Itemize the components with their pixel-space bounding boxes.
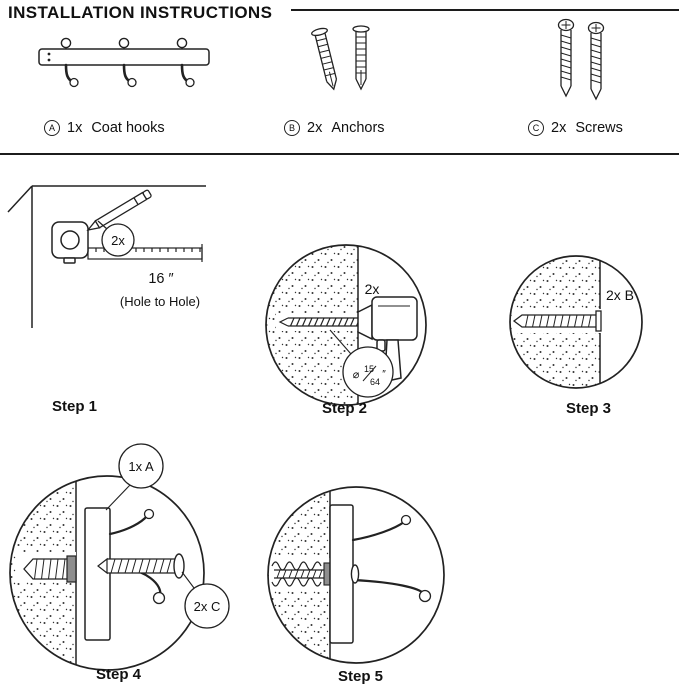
- screw-head: [350, 564, 360, 584]
- diameter-symbol: ⌀: [353, 369, 360, 381]
- drill-size-denominator: 64: [370, 377, 380, 387]
- part-name-c: Screws: [575, 120, 623, 136]
- step3-qty-label: 2x B: [606, 287, 634, 303]
- step4-caption: Step 4: [96, 666, 142, 683]
- step3-illustration: 2x B: [509, 255, 643, 389]
- part-name-a: Coat hooks: [91, 120, 165, 136]
- step4-illustration: 1x A 2x C: [9, 443, 230, 671]
- hook-ball-bottom: [152, 591, 166, 605]
- drill-size-numerator: 15: [364, 364, 374, 374]
- hook-arms: [351, 520, 426, 596]
- step4-circle: [9, 475, 205, 671]
- drill-bit: [278, 317, 364, 327]
- callout-a-label: 1x A: [128, 459, 154, 474]
- measurement-label: 16 ″: [148, 271, 173, 287]
- anchor-left: [311, 27, 338, 91]
- step5-caption: Step 5: [338, 668, 384, 685]
- part-qty-b: 2x: [307, 120, 323, 136]
- pencil-icon: [86, 189, 152, 231]
- part-label-coat-hooks: A 1x Coat hooks: [44, 120, 165, 136]
- wall-corner-lines: [7, 185, 206, 328]
- drill-size-callout: ⌀ 15 64 ″: [329, 329, 394, 398]
- step1-caption: Step 1: [52, 398, 98, 415]
- qty-callout-bubble: 2x: [97, 220, 135, 257]
- hook-backplate: [329, 504, 354, 644]
- part-badge-a: A: [44, 120, 60, 136]
- hook-3: [176, 37, 195, 88]
- part-badge-c: C: [528, 120, 544, 136]
- callout-part-c: 2x C: [181, 571, 230, 629]
- wall-cross-section: [510, 256, 602, 388]
- hole-to-hole-note: (Hole to Hole): [120, 294, 200, 309]
- step1-illustration: 2x 16 ″ (Hole to Hole): [7, 185, 206, 328]
- callout-c-label: 2x C: [194, 599, 221, 614]
- page-title: INSTALLATION INSTRUCTIONS: [8, 3, 273, 22]
- hook-arms: [108, 514, 162, 598]
- step2-qty-label: 2x: [365, 281, 380, 297]
- inch-mark: ″: [382, 369, 386, 380]
- screws-illustration: [557, 18, 605, 101]
- screw-left: [557, 18, 575, 98]
- title-divider: [291, 9, 679, 11]
- tape-measure-icon: [51, 221, 89, 264]
- step2-circle: [265, 244, 427, 406]
- anchor-right: [352, 25, 370, 91]
- hook-2: [118, 37, 137, 88]
- part-name-b: Anchors: [331, 120, 385, 136]
- expanded-anchor-icon: [271, 561, 326, 587]
- hook-ball-bottom: [418, 589, 432, 603]
- part-qty-a: 1x: [67, 120, 83, 136]
- step5-circle: [267, 486, 445, 664]
- screw-right: [587, 21, 605, 101]
- hook-1: [60, 37, 79, 88]
- anchor-icon: [512, 310, 602, 332]
- hook-ball-top: [143, 508, 155, 520]
- step5-illustration: [267, 486, 445, 664]
- step3-circle: [509, 255, 643, 389]
- hook-backplate: [84, 507, 111, 641]
- part-label-anchors: B 2x Anchors: [284, 120, 385, 136]
- anchor-icon: [23, 555, 77, 583]
- part-label-screws: C 2x Screws: [528, 120, 623, 136]
- step2-illustration: 2x ⌀ 15 64 ″: [265, 244, 427, 406]
- hook-ball-top: [400, 514, 412, 526]
- callout-part-a: 1x A: [105, 443, 164, 511]
- screw-icon: [97, 553, 185, 579]
- anchors-illustration: [311, 25, 370, 91]
- step2-caption: Step 2: [322, 400, 368, 417]
- step3-caption: Step 3: [566, 400, 612, 417]
- step1-qty-label: 2x: [111, 233, 125, 248]
- section-divider: [0, 153, 679, 155]
- coat-hooks-illustration: [38, 37, 210, 88]
- wall-cross-section: [10, 476, 77, 670]
- part-badge-b: B: [284, 120, 300, 136]
- part-qty-c: 2x: [551, 120, 567, 136]
